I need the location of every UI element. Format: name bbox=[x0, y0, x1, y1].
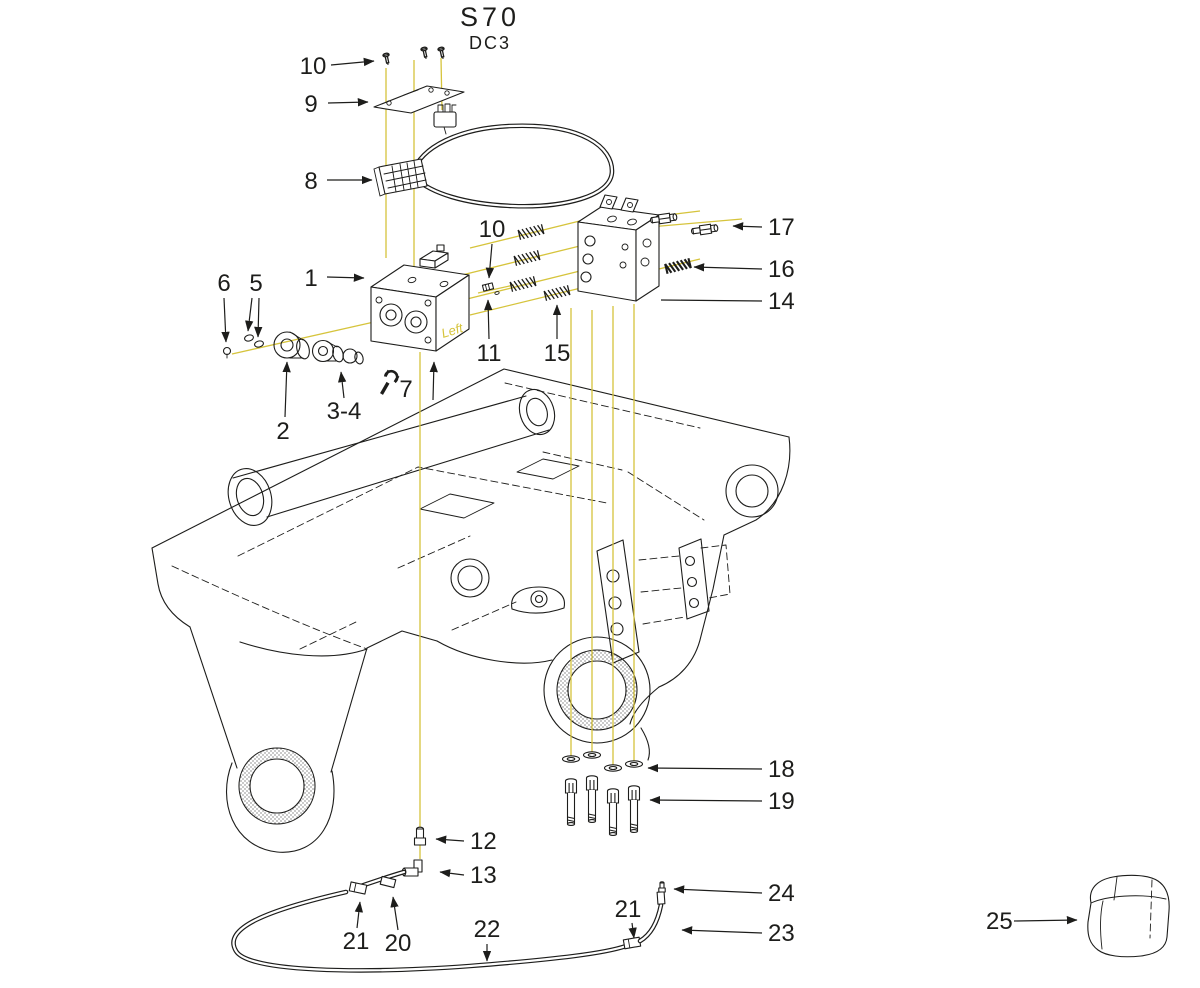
callout-20-20: 20 bbox=[385, 930, 412, 957]
screw-10a bbox=[381, 52, 392, 67]
rear-pin-boss bbox=[543, 636, 651, 744]
callout-23-24: 23 bbox=[768, 920, 795, 947]
leader-line-14-14-0 bbox=[660, 299, 763, 302]
mount-plate-right bbox=[678, 538, 710, 620]
leader-line-23-24-0 bbox=[681, 926, 763, 935]
protection-cap-25 bbox=[1087, 874, 1170, 958]
cable-plug bbox=[433, 111, 457, 128]
callout-25-25: 25 bbox=[986, 908, 1013, 935]
wrench-icon bbox=[380, 369, 400, 395]
spring-15a bbox=[517, 223, 545, 241]
coupler-frame bbox=[151, 368, 791, 853]
valve-side-label: Left bbox=[439, 320, 465, 341]
valve-block-1: Left bbox=[370, 244, 470, 352]
washers-5 bbox=[244, 334, 264, 348]
fitting-12 bbox=[413, 826, 427, 846]
plug-17b bbox=[690, 222, 719, 237]
callout-8-2: 8 bbox=[304, 168, 317, 195]
leader-line-10-9-0 bbox=[485, 243, 495, 279]
leader-line-5-5-1 bbox=[254, 297, 263, 338]
cable-harness bbox=[410, 103, 615, 209]
leader-line-7-8-0 bbox=[429, 361, 438, 401]
leader-line-16-13-0 bbox=[693, 263, 763, 272]
washers-18 bbox=[561, 751, 644, 772]
callout-14-14: 14 bbox=[768, 288, 795, 315]
grub-screw-10-11 bbox=[481, 282, 500, 295]
ferrule-20 bbox=[379, 875, 397, 889]
leader-line-17-12-0 bbox=[732, 222, 763, 231]
leader-line-12-17-0 bbox=[435, 835, 465, 844]
callout-9-1: 9 bbox=[304, 91, 317, 118]
callout-11-10: 11 bbox=[477, 340, 502, 367]
leader-line-6-4-0 bbox=[221, 297, 230, 343]
callout-5-5: 5 bbox=[249, 270, 262, 297]
parts-layer: Left bbox=[222, 46, 1170, 973]
connector-block-8 bbox=[373, 158, 428, 197]
callout-10-0: 10 bbox=[300, 53, 327, 80]
leader-line-19-16-0 bbox=[649, 795, 763, 805]
callout-21-19: 21 bbox=[343, 928, 370, 955]
leader-line-20-20-0 bbox=[390, 896, 399, 931]
callout-12-17: 12 bbox=[470, 828, 497, 855]
hose-end-21-left bbox=[348, 881, 368, 895]
bolts-19 bbox=[564, 775, 641, 836]
callout-18-15: 18 bbox=[768, 756, 795, 783]
screw-10c bbox=[436, 46, 447, 61]
leader-line-5-5-0 bbox=[245, 297, 254, 332]
leader-line-18-15-0 bbox=[647, 763, 763, 773]
fitting-2 bbox=[273, 331, 310, 360]
leader-line-9-1-0 bbox=[327, 98, 369, 107]
spring-15d bbox=[543, 284, 571, 302]
cover-plate-9 bbox=[373, 85, 465, 114]
plug-6 bbox=[222, 346, 232, 359]
leader-line-13-18-0 bbox=[439, 869, 465, 878]
callout-16-13: 16 bbox=[768, 256, 795, 283]
leader-line-24-23-0 bbox=[673, 885, 763, 894]
callout-17-12: 17 bbox=[768, 214, 795, 241]
fittings-3-4 bbox=[311, 339, 364, 365]
callout-2-6: 2 bbox=[276, 418, 289, 445]
callout-10-9: 10 bbox=[479, 216, 506, 243]
lifting-eye-hole bbox=[725, 464, 779, 518]
leader-line-21-22-0 bbox=[628, 922, 637, 939]
leader-line-10-0-0 bbox=[330, 57, 375, 67]
cross-tube-bore bbox=[227, 468, 273, 526]
callout-21-22: 21 bbox=[615, 896, 642, 923]
leader-line-25-25-0 bbox=[1013, 915, 1078, 925]
spring-15c bbox=[509, 275, 537, 293]
leader-line-1-3-0 bbox=[326, 273, 365, 282]
callout-22-21: 22 bbox=[474, 916, 501, 943]
callout-13-18: 13 bbox=[470, 862, 497, 889]
callout-1-3: 1 bbox=[304, 265, 317, 292]
callout-24-23: 24 bbox=[768, 880, 795, 907]
manifold-block-14 bbox=[577, 194, 660, 302]
fitting-24 bbox=[658, 881, 666, 893]
callout-6-4: 6 bbox=[217, 270, 230, 297]
callout-19-16: 19 bbox=[768, 788, 795, 815]
callout-15-11: 15 bbox=[544, 340, 571, 367]
leader-line-3-4-7-0 bbox=[337, 371, 347, 399]
hose-assembly-23 bbox=[637, 881, 666, 944]
callout-3-4-7: 3-4 bbox=[327, 398, 362, 425]
spring-15b bbox=[513, 249, 541, 267]
leader-line-2-6-0 bbox=[282, 361, 291, 418]
callout-7-8: 7 bbox=[399, 376, 412, 403]
hose-end-21-right bbox=[622, 936, 642, 950]
drawing-subtitle: DC3 bbox=[469, 33, 511, 53]
hose-assembly-22 bbox=[231, 869, 642, 973]
leader-line-21-19-0 bbox=[354, 901, 364, 929]
mount-plate-left bbox=[596, 539, 640, 664]
drawing-title: S70 bbox=[460, 2, 520, 32]
screw-10b bbox=[419, 46, 430, 61]
leader-line-11-10-0 bbox=[484, 299, 493, 340]
